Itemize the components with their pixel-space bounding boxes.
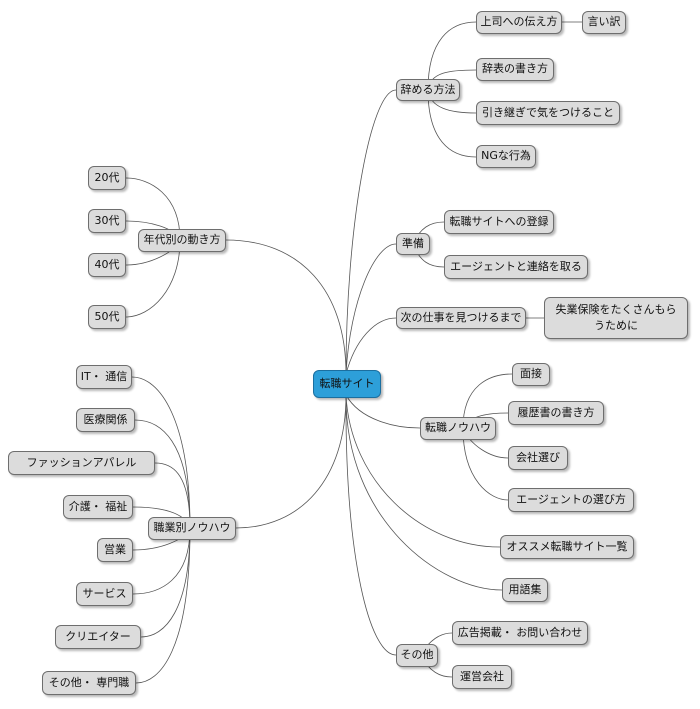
connector-root-knowhow <box>345 394 421 429</box>
node-prepare[interactable]: 準備 <box>396 233 430 255</box>
connector-resign-c0 <box>427 21 477 91</box>
connector-job-c2 <box>154 462 191 529</box>
node-job-fashion[interactable]: ファッションアパレル <box>8 451 155 475</box>
connector-knowhow-c0 <box>462 373 513 429</box>
node-other-ads[interactable]: 広告掲載・ お問い合わせ <box>452 621 588 645</box>
node-knowhow-interview[interactable]: 面接 <box>512 363 550 386</box>
connector-root-recommend <box>345 394 501 548</box>
connector-knowhow-c3 <box>462 427 509 501</box>
node-nextjob-insurance[interactable]: 失業保険をたくさんもらうために <box>544 297 688 339</box>
node-job-creator[interactable]: クリエイター <box>55 625 141 649</box>
node-resign-handover[interactable]: 引き継ぎで気をつけること <box>476 101 620 125</box>
connector-job-c0 <box>131 376 191 529</box>
connector-root-glossary <box>345 394 503 591</box>
connector-root-other <box>345 394 397 656</box>
node-knowhow[interactable]: 転職ノウハウ <box>420 417 496 440</box>
node-knowhow-company[interactable]: 会社選び <box>508 446 568 470</box>
node-job-medical[interactable]: 医療関係 <box>76 408 135 432</box>
node-other-company[interactable]: 運営会社 <box>452 665 512 689</box>
connector-age-c0 <box>125 177 181 241</box>
connector-root-prepare <box>345 243 397 375</box>
connector-job-c7 <box>135 527 191 684</box>
node-resign-letter[interactable]: 辞表の書き方 <box>476 58 554 81</box>
node-prepare-register[interactable]: 転職サイトへの登録 <box>444 210 554 234</box>
connector-resign-c3 <box>427 89 477 158</box>
node-age-30[interactable]: 30代 <box>88 209 126 233</box>
connector-job-c1 <box>134 419 191 529</box>
node-knowhow-resume[interactable]: 履歴書の書き方 <box>508 401 604 425</box>
node-job-it[interactable]: IT・ 通信 <box>76 365 132 389</box>
connector-root-age <box>225 239 347 375</box>
node-job-care[interactable]: 介護・ 福祉 <box>63 495 133 519</box>
connector-root-job <box>235 394 347 529</box>
node-resign-ng[interactable]: NGな行為 <box>476 145 536 168</box>
node-job-sales[interactable]: 営業 <box>97 538 133 562</box>
connector-root-resign <box>345 89 397 375</box>
root-node[interactable]: 転職サイト <box>313 370 381 398</box>
node-job-service[interactable]: サービス <box>76 582 133 606</box>
node-job-specialist[interactable]: その他・ 専門職 <box>42 671 136 695</box>
connector-age-c3 <box>125 239 181 318</box>
node-age[interactable]: 年代別の動き方 <box>138 229 226 252</box>
node-recommend[interactable]: オススメ転職サイト一覧 <box>500 535 634 559</box>
node-age-40[interactable]: 40代 <box>88 253 126 277</box>
node-resign[interactable]: 辞める方法 <box>396 79 460 101</box>
connector-root-nextjob <box>345 317 397 375</box>
node-nextjob[interactable]: 次の仕事を見つけるまで <box>396 307 526 329</box>
node-prepare-agent[interactable]: エージェントと連絡を取る <box>444 255 588 279</box>
node-job[interactable]: 職業別ノウハウ <box>148 517 236 540</box>
connector-job-c5 <box>132 527 191 595</box>
connector-job-c6 <box>140 527 191 638</box>
node-other[interactable]: その他 <box>396 644 438 667</box>
node-age-50[interactable]: 50代 <box>88 305 126 329</box>
node-knowhow-agentpick[interactable]: エージェントの選び方 <box>508 488 634 512</box>
node-glossary[interactable]: 用語集 <box>502 578 548 602</box>
node-boss-excuse[interactable]: 言い訳 <box>582 11 626 34</box>
node-resign-boss[interactable]: 上司への伝え方 <box>476 11 562 34</box>
node-age-20[interactable]: 20代 <box>88 166 126 190</box>
